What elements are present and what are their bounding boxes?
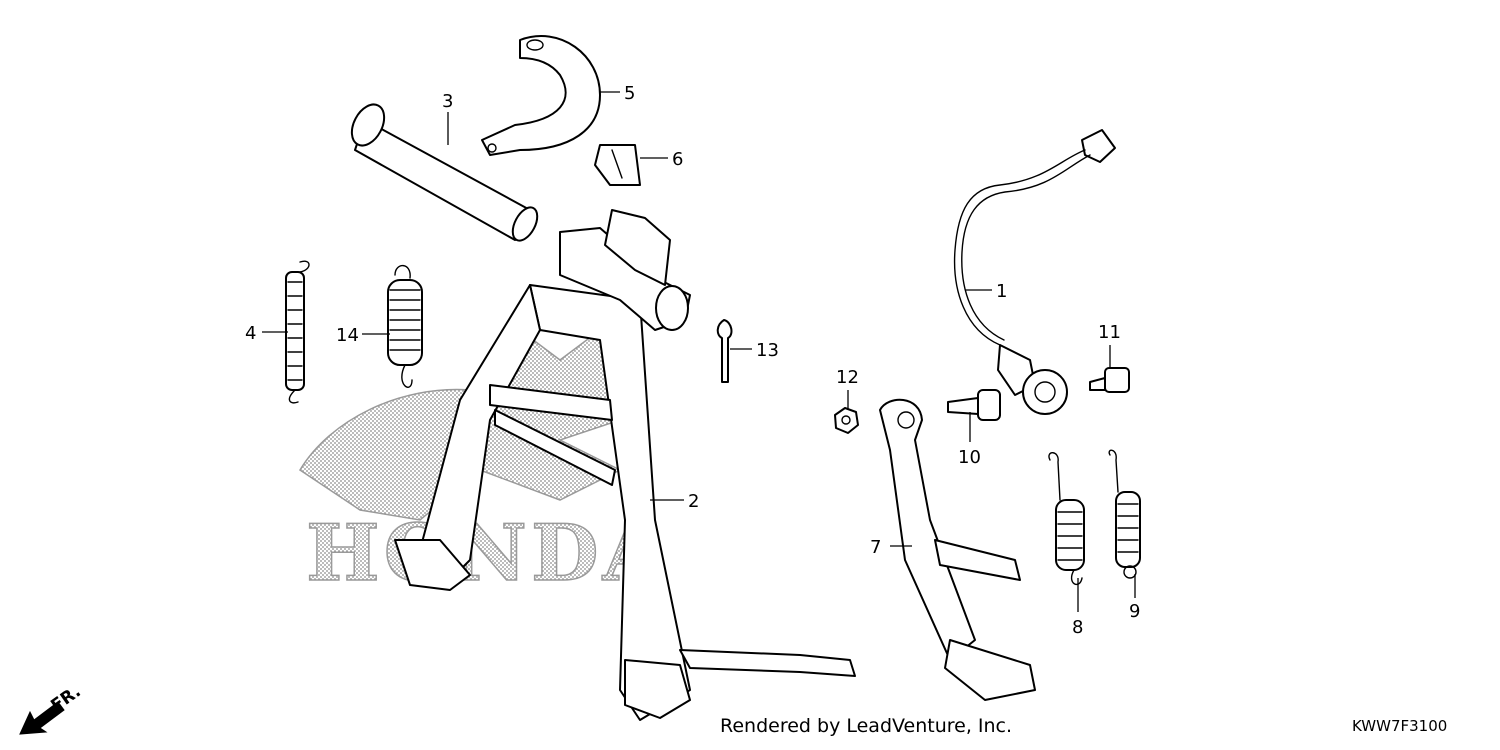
clip[interactable] [594,144,641,186]
spring-side-b[interactable] [1108,449,1141,579]
footer-credit: Rendered by LeadVenture, Inc. [720,715,1012,737]
callout-1[interactable]: 1 [996,281,1007,302]
pivot-shaft[interactable] [345,99,542,245]
side-stand-switch[interactable] [953,129,1116,415]
bolt-pivot[interactable] [947,389,1001,421]
callout-10[interactable]: 10 [958,447,981,468]
bracket[interactable] [481,35,601,156]
front-direction-indicator: FR. [19,682,85,735]
callout-4[interactable]: 4 [245,323,256,344]
callout-6[interactable]: 6 [672,149,683,170]
diagram-code: KWW7F3100 [1352,717,1447,735]
spring-left[interactable] [285,260,310,404]
callout-2[interactable]: 2 [688,491,699,512]
callout-7[interactable]: 7 [870,537,881,558]
side-stand[interactable] [879,398,1036,701]
callout-12[interactable]: 12 [836,367,859,388]
spring-center[interactable] [387,264,423,388]
callout-3[interactable]: 3 [442,91,453,112]
honda-wordmark: HONDA [306,508,667,599]
leader-lines [262,91,1136,612]
callout-5[interactable]: 5 [624,83,635,104]
bolt-small[interactable] [1089,367,1130,393]
spring-side-a[interactable] [1048,452,1085,586]
nut[interactable] [834,407,859,434]
callout-9[interactable]: 9 [1129,601,1140,622]
callout-13[interactable]: 13 [756,340,779,361]
main-stand[interactable] [394,209,856,721]
cotter-pin[interactable] [716,319,733,383]
callouts: 3 5 6 4 14 13 1 11 12 10 2 7 8 9 [245,83,1140,638]
callout-11[interactable]: 11 [1098,322,1121,343]
callout-14[interactable]: 14 [336,325,359,346]
callout-8[interactable]: 8 [1072,617,1083,638]
arrow-down-left-icon [19,701,65,735]
